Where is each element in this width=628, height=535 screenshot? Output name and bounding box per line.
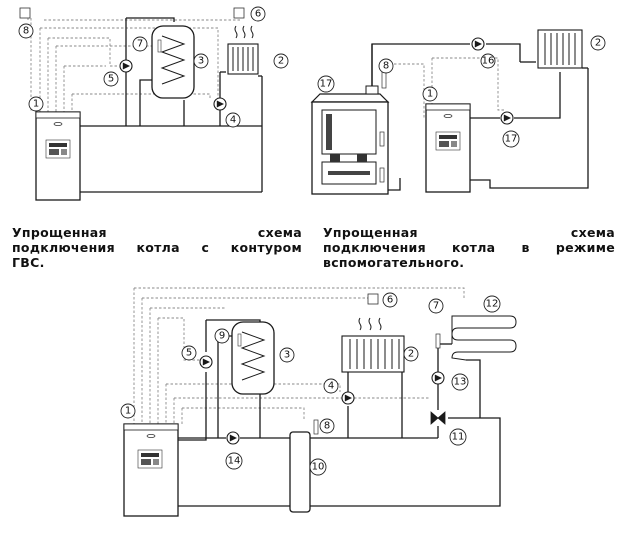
callout-10: 10 xyxy=(309,458,327,476)
mixing-valve-11 xyxy=(430,411,446,425)
svg-text:11: 11 xyxy=(452,432,465,443)
svg-text:7: 7 xyxy=(137,39,143,50)
callout-1-d1: 1 xyxy=(28,96,44,112)
pump-17 xyxy=(500,111,514,125)
sensor-8 xyxy=(381,71,387,89)
callout-3-d3: 3 xyxy=(279,347,295,363)
callout-14: 14 xyxy=(225,452,243,470)
callout-8-d1: 8 xyxy=(18,23,34,39)
caption-dhw-scheme: Упрощенная схема подключения котла с кон… xyxy=(12,225,302,270)
room-sensor-box-6 xyxy=(233,7,245,19)
svg-text:7: 7 xyxy=(433,301,439,312)
sensor-7-combined xyxy=(435,333,441,349)
svg-text:2: 2 xyxy=(278,56,284,67)
pump-4 xyxy=(213,97,227,111)
radiator-2-combined xyxy=(341,317,405,373)
callout-1-d2: 1 xyxy=(422,86,438,102)
room-sensor-box-6-combined xyxy=(367,293,379,305)
callout-9: 9 xyxy=(214,328,230,344)
svg-text:2: 2 xyxy=(595,38,601,49)
callout-5-d1: 5 xyxy=(103,71,119,87)
svg-text:2: 2 xyxy=(408,349,414,360)
svg-text:5: 5 xyxy=(108,74,114,85)
svg-text:1: 1 xyxy=(125,406,131,417)
svg-text:8: 8 xyxy=(383,61,389,72)
svg-text:4: 4 xyxy=(328,381,334,392)
svg-text:3: 3 xyxy=(284,350,290,361)
diagram-combined xyxy=(123,287,517,517)
pump-5-combined xyxy=(199,355,213,369)
callout-4-d3: 4 xyxy=(323,378,339,394)
svg-text:16: 16 xyxy=(482,56,495,67)
callout-2-d2: 2 xyxy=(590,35,606,51)
tank-sensor-9 xyxy=(237,333,242,347)
svg-text:13: 13 xyxy=(454,377,467,388)
caption-left-line1: Упрощенная схема xyxy=(12,225,302,240)
svg-text:8: 8 xyxy=(324,421,330,432)
svg-text:14: 14 xyxy=(228,456,241,467)
hydraulic-separator-10 xyxy=(289,431,311,513)
svg-text:8: 8 xyxy=(23,26,29,37)
pump-4-combined xyxy=(341,391,355,405)
pump-5 xyxy=(119,59,133,73)
callout-1-d3: 1 xyxy=(120,403,136,419)
diagram-dhw xyxy=(19,7,263,201)
diagram-auxiliary xyxy=(310,29,589,195)
svg-text:6: 6 xyxy=(255,9,261,20)
callout-7-d1: 7 xyxy=(132,36,148,52)
svg-text:1: 1 xyxy=(427,89,433,100)
pump-14 xyxy=(226,431,240,445)
svg-text:10: 10 xyxy=(312,462,325,473)
caption-right-line1: Упрощенная схема xyxy=(323,225,615,240)
callout-13: 13 xyxy=(451,373,469,391)
outdoor-sensor-box-8 xyxy=(19,7,31,19)
svg-text:12: 12 xyxy=(486,299,499,310)
svg-text:1: 1 xyxy=(33,99,39,110)
caption-left-line3: ГВС. xyxy=(12,255,45,270)
caption-left-line2: подключения котла с контуром xyxy=(12,240,302,255)
dhw-tank-3-combined xyxy=(231,321,275,395)
callout-11: 11 xyxy=(449,428,467,446)
svg-text:4: 4 xyxy=(230,115,236,126)
pump-16 xyxy=(471,37,485,51)
sensor-8-combined xyxy=(313,419,319,435)
callout-6-d1: 6 xyxy=(250,6,266,22)
callout-2-d3: 2 xyxy=(403,346,419,362)
underfloor-coil-12 xyxy=(451,315,517,361)
svg-text:6: 6 xyxy=(387,295,393,306)
svg-text:17: 17 xyxy=(320,79,333,90)
caption-right-line2: подключения котла в режиме xyxy=(323,240,615,255)
svg-text:9: 9 xyxy=(219,331,225,342)
callout-8-d3: 8 xyxy=(319,418,335,434)
caption-right-line3: вспомогательного. xyxy=(323,255,465,270)
callout-5-d3: 5 xyxy=(181,345,197,361)
callout-2-d1: 2 xyxy=(273,53,289,69)
svg-text:17: 17 xyxy=(505,134,518,145)
radiator-2-aux xyxy=(537,29,583,69)
callout-3-d1: 3 xyxy=(193,53,209,69)
caption-auxiliary-scheme: Упрощенная схема подключения котла в реж… xyxy=(323,225,615,270)
callout-12: 12 xyxy=(483,295,501,313)
tank-sensor-7 xyxy=(157,39,162,53)
radiator-2 xyxy=(227,25,259,75)
svg-text:5: 5 xyxy=(186,348,192,359)
callout-17-pump: 17 xyxy=(502,130,520,148)
callout-17-top: 17 xyxy=(317,75,335,93)
pump-13 xyxy=(431,371,445,385)
callout-8-d2: 8 xyxy=(378,58,394,74)
callout-6-d3: 6 xyxy=(382,292,398,308)
dhw-tank-3 xyxy=(151,25,195,99)
callout-7-d3: 7 xyxy=(428,298,444,314)
solid-fuel-boiler-17 xyxy=(310,85,390,195)
callout-4-d1: 4 xyxy=(225,112,241,128)
callout-16: 16 xyxy=(480,53,496,69)
svg-text:3: 3 xyxy=(198,56,204,67)
